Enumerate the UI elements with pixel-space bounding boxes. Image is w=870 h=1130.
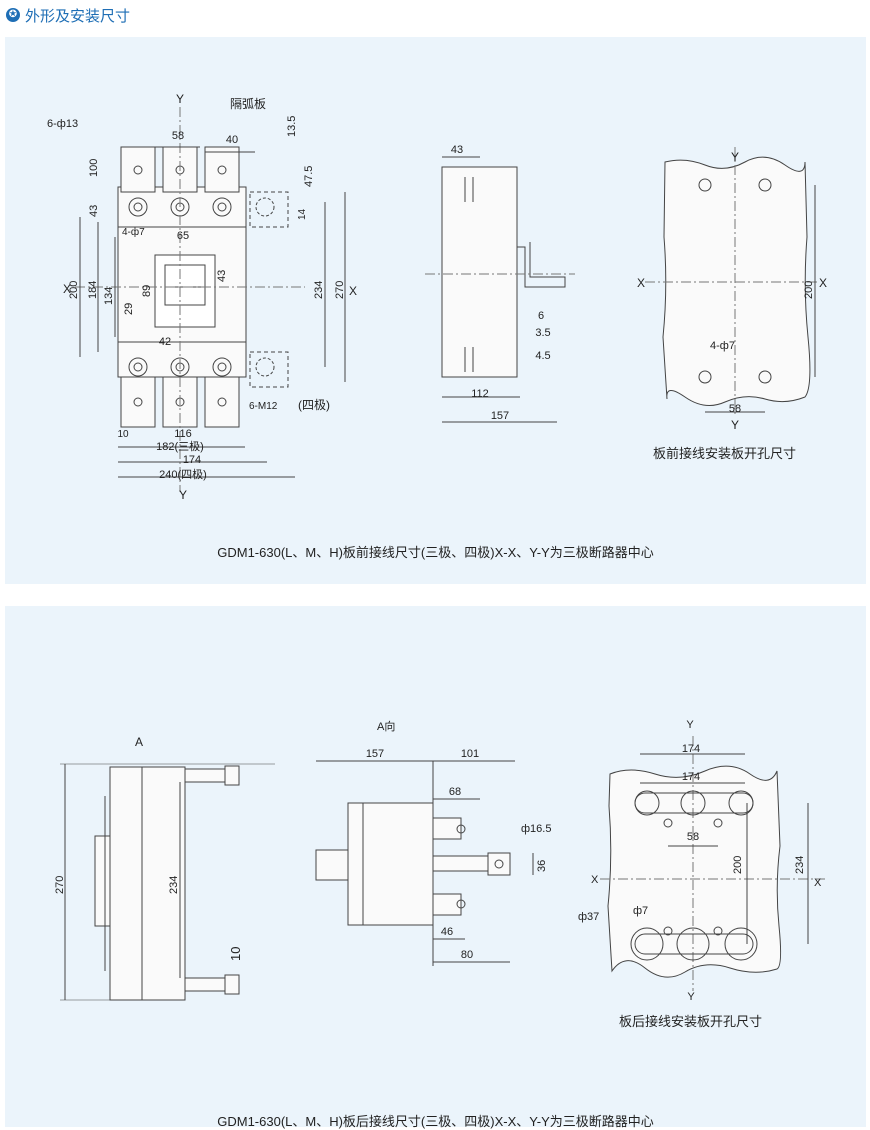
front-hole-caption: 板前接线安装板开孔尺寸: [653, 446, 797, 461]
holes-4-7-label: 4-ф7: [122, 226, 145, 238]
side-dim-112: 112: [471, 388, 489, 400]
a-view: [315, 760, 534, 966]
rear-side-view: [60, 763, 275, 1001]
plate-dim-200: 200: [803, 281, 815, 299]
mount-plate: [645, 147, 820, 417]
dim-182: 182(三极): [156, 439, 204, 453]
rear-dim-68: 68: [449, 786, 461, 798]
rear-dim-270: 270: [54, 876, 66, 894]
dim-13-5: 13.5: [286, 116, 298, 137]
plate-y-top: Y: [731, 150, 739, 164]
rear-plate-174b: 174: [682, 771, 700, 783]
side-dim-4-5: 4.5: [535, 350, 550, 362]
label-x-left: X: [63, 282, 71, 296]
label-x-right: X: [349, 284, 357, 298]
dim-29: 29: [123, 303, 135, 315]
rear-dim-46: 46: [441, 926, 453, 938]
label-y-top: Y: [176, 92, 184, 106]
rear-mount-plate: [600, 736, 825, 991]
front-wiring-panel: Y 隔弧板 6-ф13 58 40 13.5 47.5 100 43 14 4-…: [5, 37, 866, 584]
dim-184: 184: [87, 281, 99, 299]
rear-plate-174a: 174: [682, 743, 700, 755]
dim-200: 200: [68, 281, 80, 299]
star-icon: ✪: [6, 8, 20, 22]
side-view: [425, 156, 575, 423]
plate-y-bottom: Y: [731, 418, 739, 432]
dim-47-5: 47.5: [303, 166, 315, 187]
rear-plate-x-left: X: [591, 874, 599, 886]
arc-plate-label: 隔弧板: [230, 97, 266, 111]
plate-dim-58: 58: [729, 403, 741, 415]
rear-plate-d7: ф7: [633, 905, 648, 917]
rear-plate-234: 234: [794, 856, 806, 874]
rear-wiring-panel: A A向 270 234 10 157 101 68 ф16.5 36 46 8…: [5, 606, 866, 1129]
rear-wiring-drawing: A A向 270 234 10 157 101 68 ф16.5 36 46 8…: [54, 719, 825, 1003]
front-view: [75, 107, 346, 492]
plate-x-left: X: [637, 276, 645, 290]
dim-116: 116: [174, 428, 192, 440]
dim-58: 58: [172, 130, 184, 142]
rear-hole-caption: 板后接线安装板开孔尺寸: [619, 1014, 763, 1029]
dim-234: 234: [313, 281, 325, 299]
rear-dim-157: 157: [366, 748, 384, 760]
dim-42: 42: [159, 336, 171, 348]
side-dim-6: 6: [538, 310, 544, 322]
dim-240: 240(四极): [159, 467, 207, 481]
dim-14: 14: [297, 208, 308, 220]
front-caption: GDM1-630(L、M、H)板前接线尺寸(三极、四极)X-X、Y-Y为三极断路…: [217, 545, 654, 560]
rear-dim-234: 234: [168, 876, 180, 894]
side-dim-3-5: 3.5: [535, 327, 550, 339]
rear-plate-y-top: Y: [686, 719, 694, 731]
dim-65: 65: [177, 230, 189, 242]
dim-43b: 43: [216, 270, 228, 282]
dim-174: 174: [183, 454, 201, 466]
dim-134: 134: [103, 287, 115, 305]
section-title: 外形及安装尺寸: [25, 7, 131, 25]
rear-dim-36: 36: [536, 860, 548, 872]
rear-caption: GDM1-630(L、M、H)板后接线尺寸(三极、四极)X-X、Y-Y为三极断路…: [217, 1114, 654, 1129]
dim-10: 10: [117, 429, 129, 440]
side-dim-43: 43: [451, 144, 463, 156]
holes-6-13-label: 6-ф13: [47, 118, 78, 130]
rear-plate-y-bottom: Y: [687, 991, 695, 1003]
rear-dim-101: 101: [461, 748, 479, 760]
four-pole-label: (四极): [298, 398, 330, 412]
rear-dim-16-5: ф16.5: [521, 823, 551, 835]
plate-x-right: X: [819, 276, 827, 290]
plate-holes-4-7: 4-ф7: [710, 340, 735, 352]
rear-plate-58: 58: [687, 831, 699, 843]
rear-plate-d37: ф37: [578, 911, 599, 923]
label-y-bottom: Y: [179, 488, 187, 502]
side-dim-157: 157: [491, 410, 509, 422]
rear-dim-80: 80: [461, 949, 473, 961]
dim-40: 40: [226, 134, 238, 146]
section-header: ✪ 外形及安装尺寸: [6, 4, 130, 26]
dim-89: 89: [141, 285, 153, 297]
dim-100: 100: [88, 159, 100, 177]
dim-43: 43: [88, 205, 100, 217]
a-arrow-label: A: [135, 735, 143, 749]
dim-270: 270: [334, 281, 346, 299]
rear-dim-10: 10: [228, 947, 243, 961]
rear-plate-x-right: X: [814, 877, 822, 889]
rear-plate-200: 200: [732, 856, 744, 874]
a-view-label: A向: [377, 719, 395, 733]
front-wiring-drawing: Y 隔弧板 6-ф13 58 40 13.5 47.5 100 43 14 4-…: [47, 92, 827, 502]
m12-label: 6-M12: [249, 401, 278, 412]
